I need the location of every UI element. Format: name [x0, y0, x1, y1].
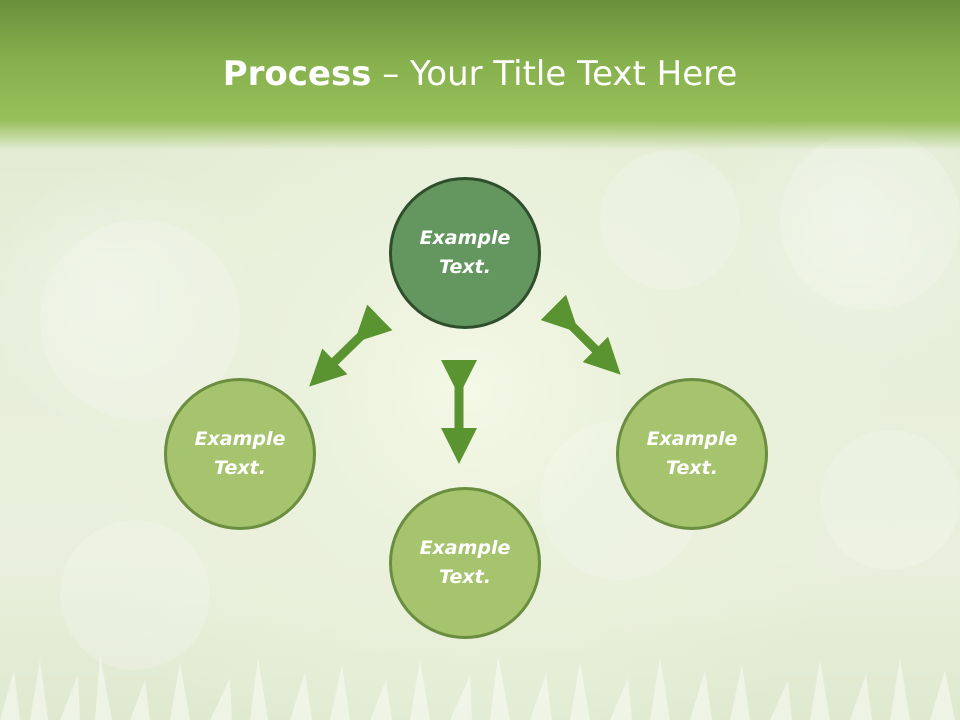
process-node-top: Example Text.: [389, 177, 541, 329]
title-bar: Process – Your Title Text Here: [0, 0, 960, 150]
process-node-left-label: Example Text.: [194, 428, 286, 479]
grass-decoration: [0, 655, 955, 720]
title-bold-part: Process: [222, 54, 372, 94]
arrow-top-right: [540, 294, 621, 375]
bokeh-circle: [600, 150, 740, 290]
process-node-bottom: Example Text.: [389, 487, 541, 639]
process-node-left: Example Text.: [164, 378, 316, 530]
process-node-bottom-label: Example Text.: [419, 537, 511, 588]
bokeh-circle: [60, 520, 210, 670]
page-title: Process – Your Title Text Here: [0, 52, 960, 96]
process-node-top-label: Example Text.: [419, 227, 511, 278]
title-rest: – Your Title Text Here: [371, 54, 738, 94]
bokeh-circle: [820, 430, 960, 570]
process-node-right: Example Text.: [616, 378, 768, 530]
process-node-right-label: Example Text.: [646, 428, 738, 479]
arrow-top-left: [309, 304, 393, 387]
bokeh-circle: [780, 130, 960, 310]
